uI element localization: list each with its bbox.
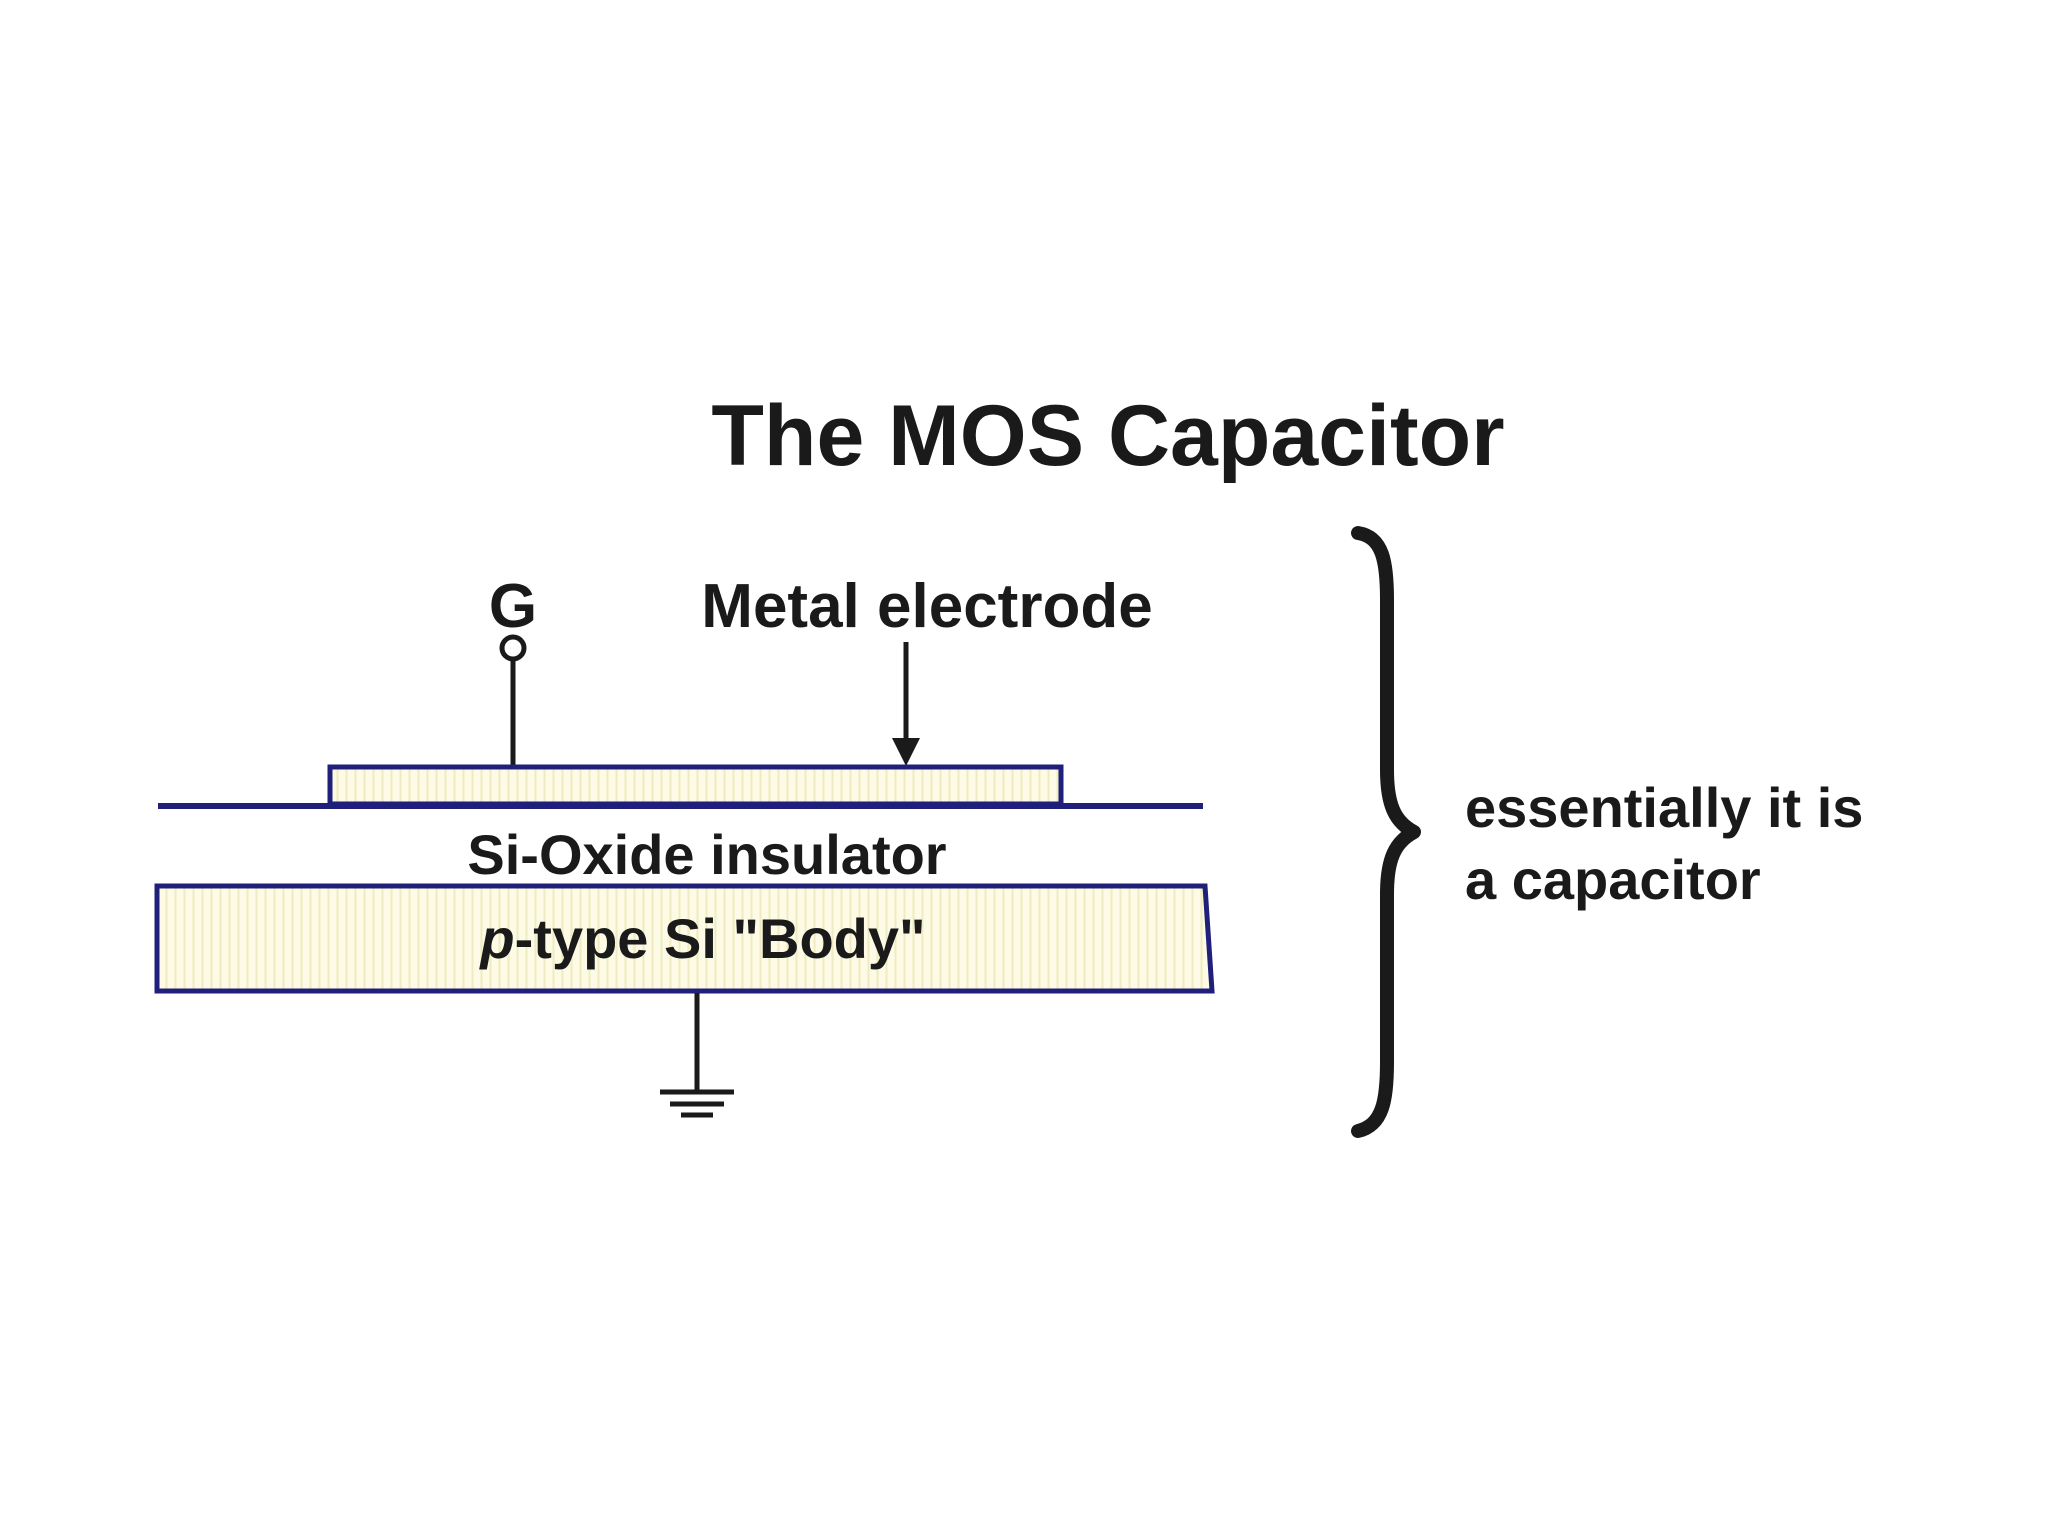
gate-terminal-label: G — [489, 572, 537, 641]
note-line-2: a capacitor — [1465, 848, 1761, 911]
gate-terminal-node — [499, 634, 527, 662]
metal-electrode-plate — [327, 764, 1064, 807]
metal-electrode-arrow-head — [892, 738, 920, 766]
metal-electrode-label: Metal electrode — [701, 572, 1152, 641]
diagram-title: The MOS Capacitor — [711, 388, 1504, 484]
body-label-rest: -type Si "Body" — [515, 907, 926, 970]
body-substrate — [154, 883, 1215, 994]
curly-brace — [1351, 526, 1421, 1138]
body-label: p-type Si "Body" — [478, 907, 925, 970]
oxide-label: Si-Oxide insulator — [467, 823, 946, 886]
ground-icon — [660, 1089, 734, 1118]
note-line-1: essentially it is — [1465, 776, 1863, 839]
body-label-italic: p — [478, 907, 514, 970]
